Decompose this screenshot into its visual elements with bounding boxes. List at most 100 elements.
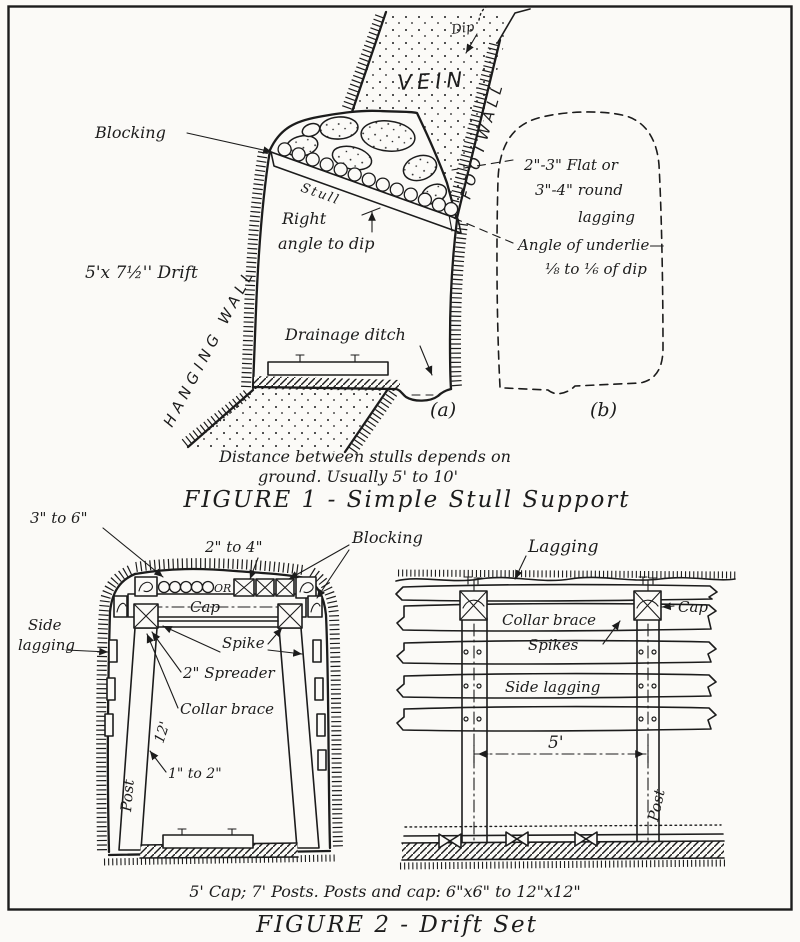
lower-left-wall <box>186 388 255 449</box>
f2r-board-2 <box>396 639 717 665</box>
label-drift-size: 5'x 7½'' Drift <box>85 263 198 283</box>
blocking-leader <box>186 132 273 154</box>
f2l-label-1to2: 1" to 2" <box>168 766 222 782</box>
f2l-roof-rock-line <box>133 567 307 580</box>
f2r-cap-arrow <box>661 602 675 611</box>
label-dip: Dip <box>449 20 475 38</box>
f2l-blocking-leader-1 <box>288 544 350 580</box>
f2r-board-3 <box>396 672 717 699</box>
figure2-cross-section-drawing: Cap OR <box>18 509 423 866</box>
label-right-angle-2: angle to dip <box>278 234 375 253</box>
cavity-roof-line <box>268 109 459 222</box>
f2r-label-spikes: Spikes <box>528 636 579 654</box>
label-flat-lagging-2: 3"-4" round <box>535 181 623 199</box>
f2r-floor-hatch <box>402 841 724 860</box>
label-flat-lagging-1: 2"-3" Flat or <box>523 156 619 174</box>
track-plank <box>267 361 389 376</box>
label-underlie-1: Angle of underlie— <box>516 236 664 254</box>
underlie-dash-leader <box>448 215 514 244</box>
stull-end-line <box>448 214 453 232</box>
dip-dotted-tick <box>478 6 487 21</box>
figure2-side-elevation-drawing: Lagging Cap Collar brace Spikes Side lag… <box>395 537 737 870</box>
f2l-spike-leader-1 <box>162 625 221 653</box>
stull-cobbles <box>277 142 459 217</box>
f2r-dim-ticks <box>473 744 649 764</box>
f2l-label-side: Side <box>28 616 62 634</box>
drift-right-wall <box>448 218 459 391</box>
f2l-label-collar-brace: Collar brace <box>180 700 274 718</box>
f2r-spike-dots <box>463 649 657 722</box>
f2l-1to2-leader <box>149 750 167 773</box>
dashed-drift-outline <box>496 111 664 395</box>
f2r-label-cap: Cap <box>678 598 708 616</box>
f2r-left-blocking-scribble <box>459 590 488 621</box>
f2r-board-collar <box>396 602 717 632</box>
lower-right-hatching <box>347 390 398 455</box>
label-drainage-ditch: Drainage ditch <box>284 325 406 344</box>
dip-bracket <box>497 8 531 43</box>
f2r-board-4 <box>396 705 717 732</box>
f2l-label-lagging: lagging <box>18 636 75 654</box>
f2r-sill-line <box>403 833 724 837</box>
f2l-blocking-leader-2 <box>316 549 350 599</box>
drainage-leader <box>419 345 433 376</box>
f2r-ground-hatching <box>397 569 737 579</box>
f2r-roof-spikes <box>463 576 658 585</box>
f2l-spreader-leader <box>151 631 182 673</box>
figure2-note: 5' Cap; 7' Posts. Posts and cap: 6"x6" t… <box>189 882 580 901</box>
f2l-label-post: Post <box>117 778 138 814</box>
f2l-label-blocking: Blocking <box>351 528 423 547</box>
drift-left-wall <box>251 148 272 390</box>
f2l-collar-brace-leader <box>146 633 179 709</box>
f2r-floor-hatching <box>399 859 728 870</box>
lower-right-wall <box>343 387 390 454</box>
figure1-note-1: Distance between stulls depends on <box>218 447 511 466</box>
figure1-stull-support-drawing: Dip VEIN FOOTWALL Stull <box>85 6 664 513</box>
f2l-cap-beam <box>127 593 307 618</box>
f2l-label-or: OR <box>214 582 231 595</box>
f2r-roof-board <box>395 583 718 602</box>
f2l-right-spreader-x <box>277 603 303 629</box>
f2l-spike-leader-3 <box>267 649 303 657</box>
drift-right-wall-hatching <box>450 223 468 388</box>
f2l-left-spreader-x <box>133 603 159 629</box>
f2r-right-blocking-scribble <box>633 590 662 621</box>
dip-arrow <box>465 33 478 54</box>
figure2-caption: FIGURE 2 - Drift Set <box>255 912 538 938</box>
blocking-rocks <box>285 116 448 205</box>
f2l-label-12ft: 12' <box>152 720 174 746</box>
f2l-spike-leader-2 <box>267 627 283 645</box>
figure1-caption: FIGURE 1 - Simple Stull Support <box>182 487 630 513</box>
f2l-label-2to4: 2" to 4" <box>204 538 262 556</box>
f2l-blocking-row <box>113 576 323 618</box>
right-angle-tick <box>361 207 381 216</box>
f2r-ground-line <box>395 576 736 582</box>
f2l-side-lagging-pieces <box>104 639 327 771</box>
f2l-label-spike: Spike <box>222 634 265 652</box>
footwall-line <box>455 38 502 220</box>
f2l-2to4-leader <box>249 557 259 580</box>
hanging-wall-hatching-top <box>341 14 385 112</box>
floor-and-ditch-line <box>251 385 453 402</box>
f2r-spikes-leader <box>602 620 621 645</box>
f2r-label-side-lagging: Side lagging <box>505 678 600 696</box>
f2r-lagging-leader <box>514 555 527 580</box>
f2l-collar-brace-lines <box>157 620 279 628</box>
f2r-sill-dotted-line <box>404 824 722 828</box>
f2l-label-3to6: 3" to 6" <box>30 509 87 527</box>
scan-frame-border <box>7 5 793 911</box>
f2r-label-collar-brace: Collar brace <box>502 611 596 629</box>
f2l-track-plank <box>162 834 254 849</box>
f2l-left-rock-hatching <box>96 565 133 853</box>
f2l-rail-spikes <box>177 828 237 836</box>
f2r-label-post: Post <box>644 787 669 824</box>
f2l-bottom-rock-hatching <box>103 854 337 866</box>
f2l-top-rock-hatching <box>135 558 304 575</box>
vein-left-boundary <box>350 10 388 114</box>
vein-below-floor <box>190 390 388 452</box>
label-sub-b: (b) <box>590 399 617 421</box>
lagging-dash-leader <box>451 159 514 171</box>
label-right-angle-1: Right <box>281 209 327 228</box>
